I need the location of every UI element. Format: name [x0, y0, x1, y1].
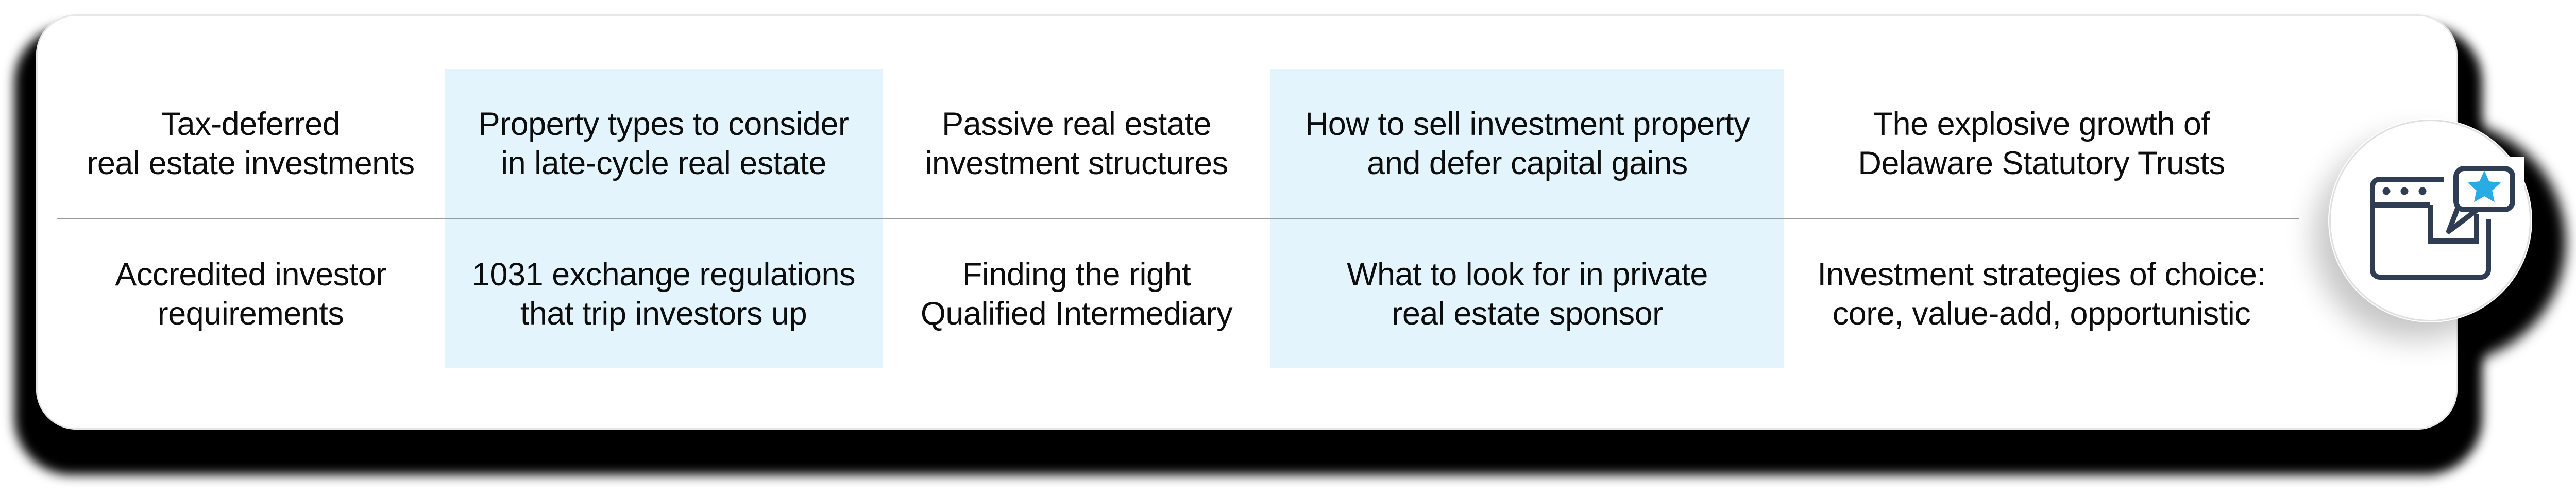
topic-line: The explosive growth of	[1873, 106, 2210, 142]
topic-line: investment structures	[925, 145, 1228, 181]
topic-line: in late-cycle real estate	[501, 145, 826, 181]
topics-card: Tax-deferred real estate investments Pro…	[36, 14, 2458, 430]
topic-property-types-late-cycle: Property types to consider in late-cycle…	[445, 69, 883, 218]
topic-line: Qualified Intermediary	[920, 296, 1233, 332]
topic-1031-exchange-regulations: 1031 exchange regulations that trip inve…	[445, 219, 883, 369]
star-icon	[2467, 170, 2501, 202]
topic-line: Investment strategies of choice:	[1817, 257, 2266, 293]
topic-qualified-intermediary: Finding the right Qualified Intermediary	[883, 219, 1270, 369]
topic-investment-strategies: Investment strategies of choice: core, v…	[1784, 219, 2299, 369]
topic-line: Accredited investor	[115, 257, 386, 293]
topic-line: that trip investors up	[520, 296, 807, 332]
topic-line: requirements	[157, 296, 344, 332]
topic-line: Delaware Statutory Trusts	[1858, 145, 2225, 181]
window-notch	[2428, 205, 2479, 244]
topic-private-real-estate-sponsor: What to look for in private real estate …	[1270, 219, 1784, 369]
topic-line: core, value-add, opportunistic	[1832, 296, 2251, 332]
topic-sell-defer-capital-gains: How to sell investment property and defe…	[1270, 69, 1784, 218]
topic-tax-deferred-investments: Tax-deferred real estate investments	[57, 69, 445, 218]
topic-line: real estate sponsor	[1392, 296, 1663, 332]
topic-line: and defer capital gains	[1367, 145, 1688, 181]
row-divider	[57, 218, 2299, 219]
topic-line: real estate investments	[87, 145, 415, 181]
topic-line: Passive real estate	[942, 106, 1211, 142]
topic-line: Property types to consider	[478, 106, 849, 142]
topic-passive-investment-structures: Passive real estate investment structure…	[883, 69, 1270, 218]
topic-line: How to sell investment property	[1304, 106, 1750, 142]
topic-delaware-statutory-trusts: The explosive growth of Delaware Statuto…	[1784, 69, 2299, 218]
topic-line: Tax-deferred	[161, 106, 341, 142]
topic-line: 1031 exchange regulations	[471, 257, 856, 293]
topic-line: What to look for in private	[1347, 257, 1708, 293]
topic-line: Finding the right	[962, 257, 1191, 293]
topic-accredited-investor-requirements: Accredited investor requirements	[57, 219, 445, 369]
browser-window-with-review-bubble-icon	[2329, 120, 2531, 321]
chat-review-badge	[2328, 118, 2532, 322]
ellipsis-dots-icon	[2382, 187, 2427, 195]
